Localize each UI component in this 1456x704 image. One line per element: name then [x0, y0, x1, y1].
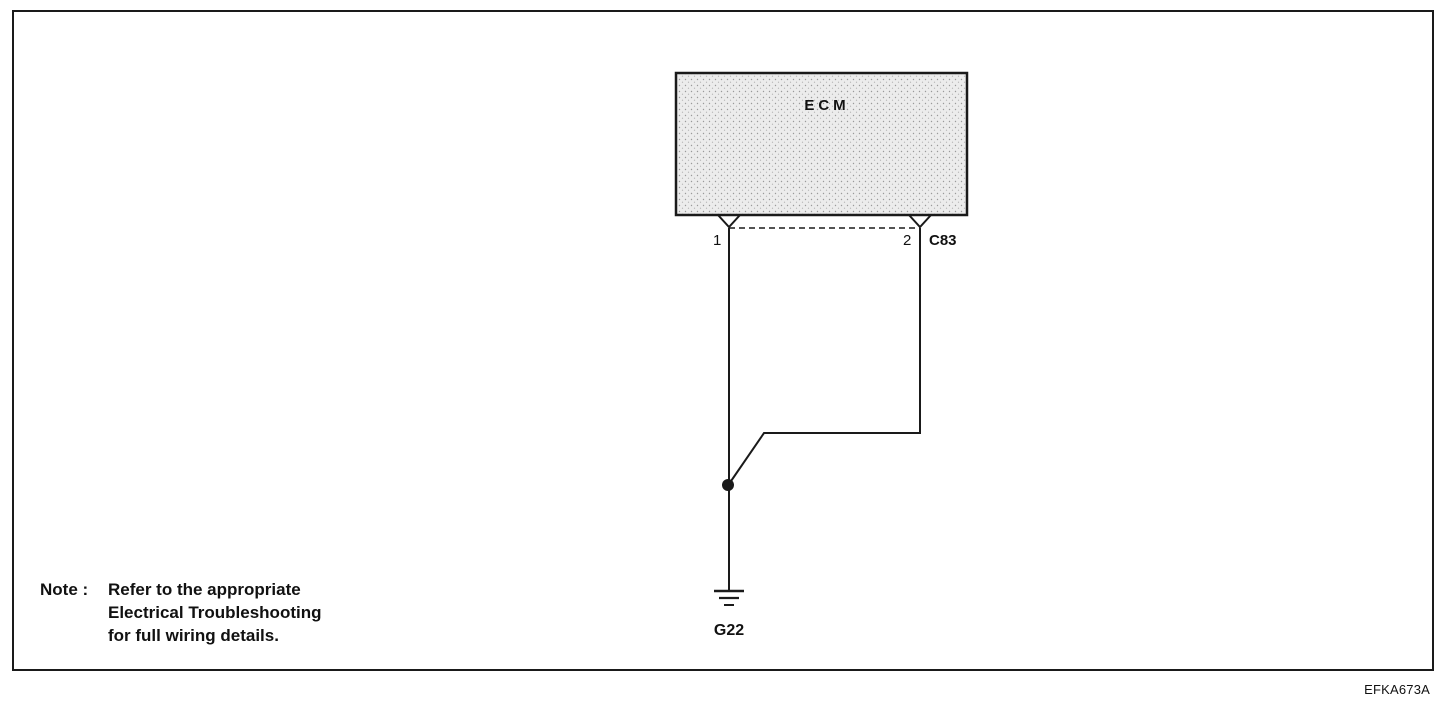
- ecm-module-box: [674, 71, 969, 217]
- splice-point: [722, 479, 734, 491]
- ground-label: G22: [714, 622, 744, 639]
- pin-1-terminal: [717, 214, 741, 229]
- note-line-3: for full wiring details.: [108, 626, 279, 645]
- pin-1-label: 1: [713, 232, 721, 249]
- connector-name-label: C83: [929, 232, 957, 249]
- wire-pin-2: [728, 228, 921, 485]
- note-block: Note : Refer to the appropriate Electric…: [40, 578, 321, 647]
- figure-code: EFKA673A: [1364, 682, 1430, 697]
- note-prefix: Note :: [40, 580, 89, 599]
- note-line-2: Electrical Troubleshooting: [108, 603, 322, 622]
- note-line-1: Refer to the appropriate: [108, 580, 301, 599]
- pin-2-terminal: [908, 214, 932, 229]
- ecm-label: ECM: [804, 97, 849, 114]
- pin-2-label: 2: [903, 232, 911, 249]
- ground-icon: [714, 589, 744, 606]
- diagram-frame: [12, 10, 1434, 671]
